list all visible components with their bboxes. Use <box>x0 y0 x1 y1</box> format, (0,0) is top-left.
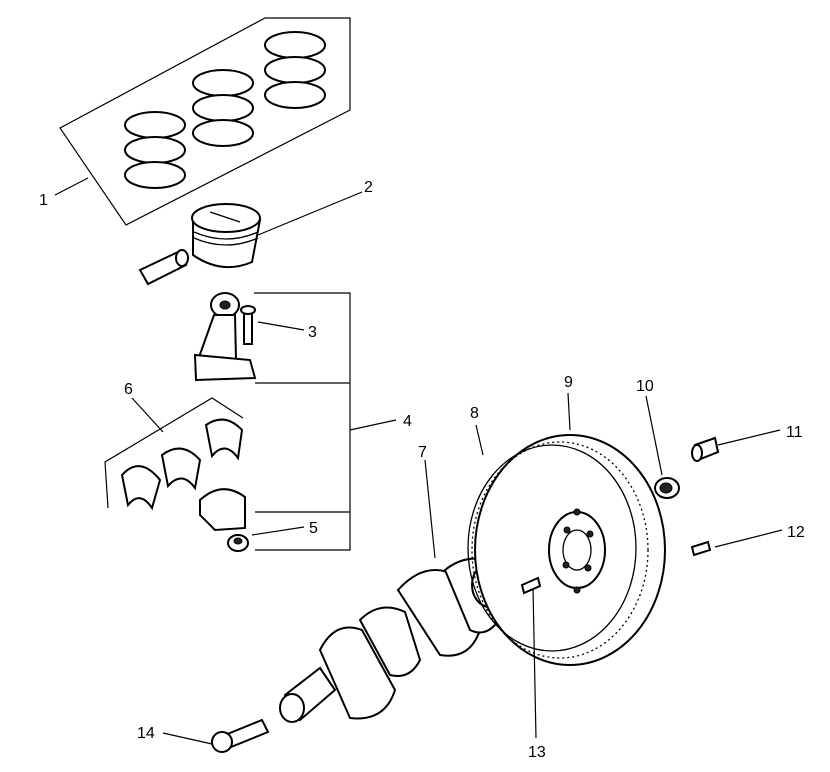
piston-ring-sets <box>59 17 351 226</box>
rod-nut <box>227 534 249 552</box>
dowel-pin-crank <box>520 576 542 595</box>
callout-9: 9 <box>564 374 573 391</box>
dowel-pin-right <box>690 540 712 557</box>
callout-8: 8 <box>470 405 479 422</box>
connecting-rod-bolt <box>240 305 256 345</box>
callout-1: 1 <box>39 192 48 209</box>
bearing-shells <box>104 397 244 511</box>
ring-set-left <box>124 111 186 189</box>
flywheel-bolt <box>691 436 720 462</box>
callout-5: 5 <box>309 520 318 537</box>
connecting-rod <box>193 292 257 382</box>
callout-10: 10 <box>636 378 654 395</box>
flywheel <box>467 434 666 666</box>
ring-set-middle <box>192 69 254 147</box>
callout-2: 2 <box>364 179 373 196</box>
callout-11: 11 <box>786 424 803 441</box>
ring-set-right <box>264 31 326 109</box>
pilot-bearing <box>654 477 680 499</box>
callout-13: 13 <box>528 744 546 761</box>
crank-pulley-bolt <box>211 718 270 753</box>
callout-7: 7 <box>418 444 427 461</box>
piston <box>191 203 262 269</box>
callout-14: 14 <box>137 725 155 742</box>
callout-4: 4 <box>403 413 412 430</box>
rod-cap <box>199 488 246 532</box>
callout-3: 3 <box>308 324 317 341</box>
piston-pin <box>138 249 189 286</box>
callout-6: 6 <box>124 381 133 398</box>
callout-12: 12 <box>787 524 805 541</box>
crankshaft <box>279 557 509 723</box>
